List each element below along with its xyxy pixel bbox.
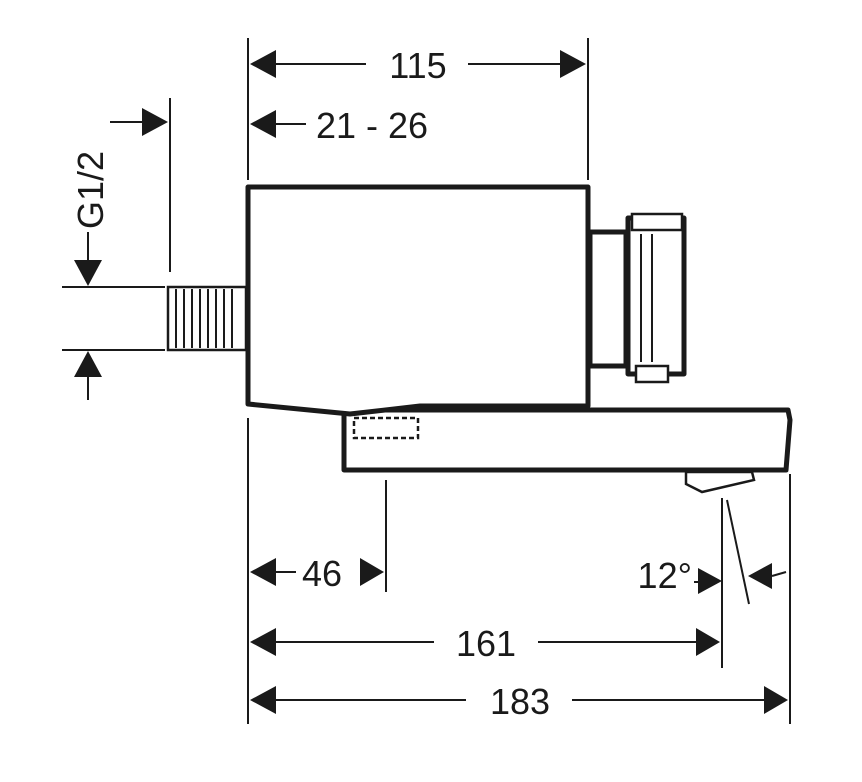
- dimension-label-183: 183: [490, 681, 550, 722]
- arrowhead-left: [250, 50, 276, 78]
- dimension-g1-2: G1/2: [70, 108, 168, 400]
- dimension-21-26: 21 - 26: [250, 105, 428, 146]
- arrowhead-down: [74, 260, 102, 286]
- dimension-angle: 12°: [638, 555, 787, 596]
- arrowhead-right: [696, 628, 720, 656]
- dimension-label-115: 115: [389, 45, 446, 86]
- dimension-46: 46: [250, 553, 384, 594]
- dimension-label-46: 46: [302, 553, 342, 594]
- dimension-label-161: 161: [456, 623, 516, 664]
- arrowhead-left: [250, 686, 276, 714]
- dimension-label-21-26: 21 - 26: [316, 105, 428, 146]
- dimension-161: 161: [250, 623, 720, 664]
- dimension-label-thread: G1/2: [70, 151, 111, 229]
- dimension-183: 183: [250, 681, 788, 722]
- arrowhead-right: [360, 558, 384, 586]
- arrowhead-up: [74, 351, 102, 377]
- spout: [341, 407, 793, 494]
- thread-connector: [166, 285, 248, 352]
- extension-lines: [62, 38, 791, 724]
- aerator: [684, 470, 756, 494]
- dimension-label-angle: 12°: [638, 555, 692, 596]
- dimension-115: 115: [250, 45, 586, 86]
- arrowhead-left: [250, 628, 276, 656]
- arrowhead-right: [142, 108, 168, 136]
- arrowhead-left: [748, 563, 772, 589]
- handle: [587, 212, 687, 384]
- arrowhead-right: [698, 568, 722, 594]
- main-body: [245, 184, 591, 417]
- spout-hidden-outlet: [352, 416, 420, 440]
- arrowhead-left: [250, 558, 276, 586]
- arrowhead-right: [764, 686, 788, 714]
- arrowhead-right: [560, 50, 586, 78]
- arrowhead-left: [250, 110, 276, 138]
